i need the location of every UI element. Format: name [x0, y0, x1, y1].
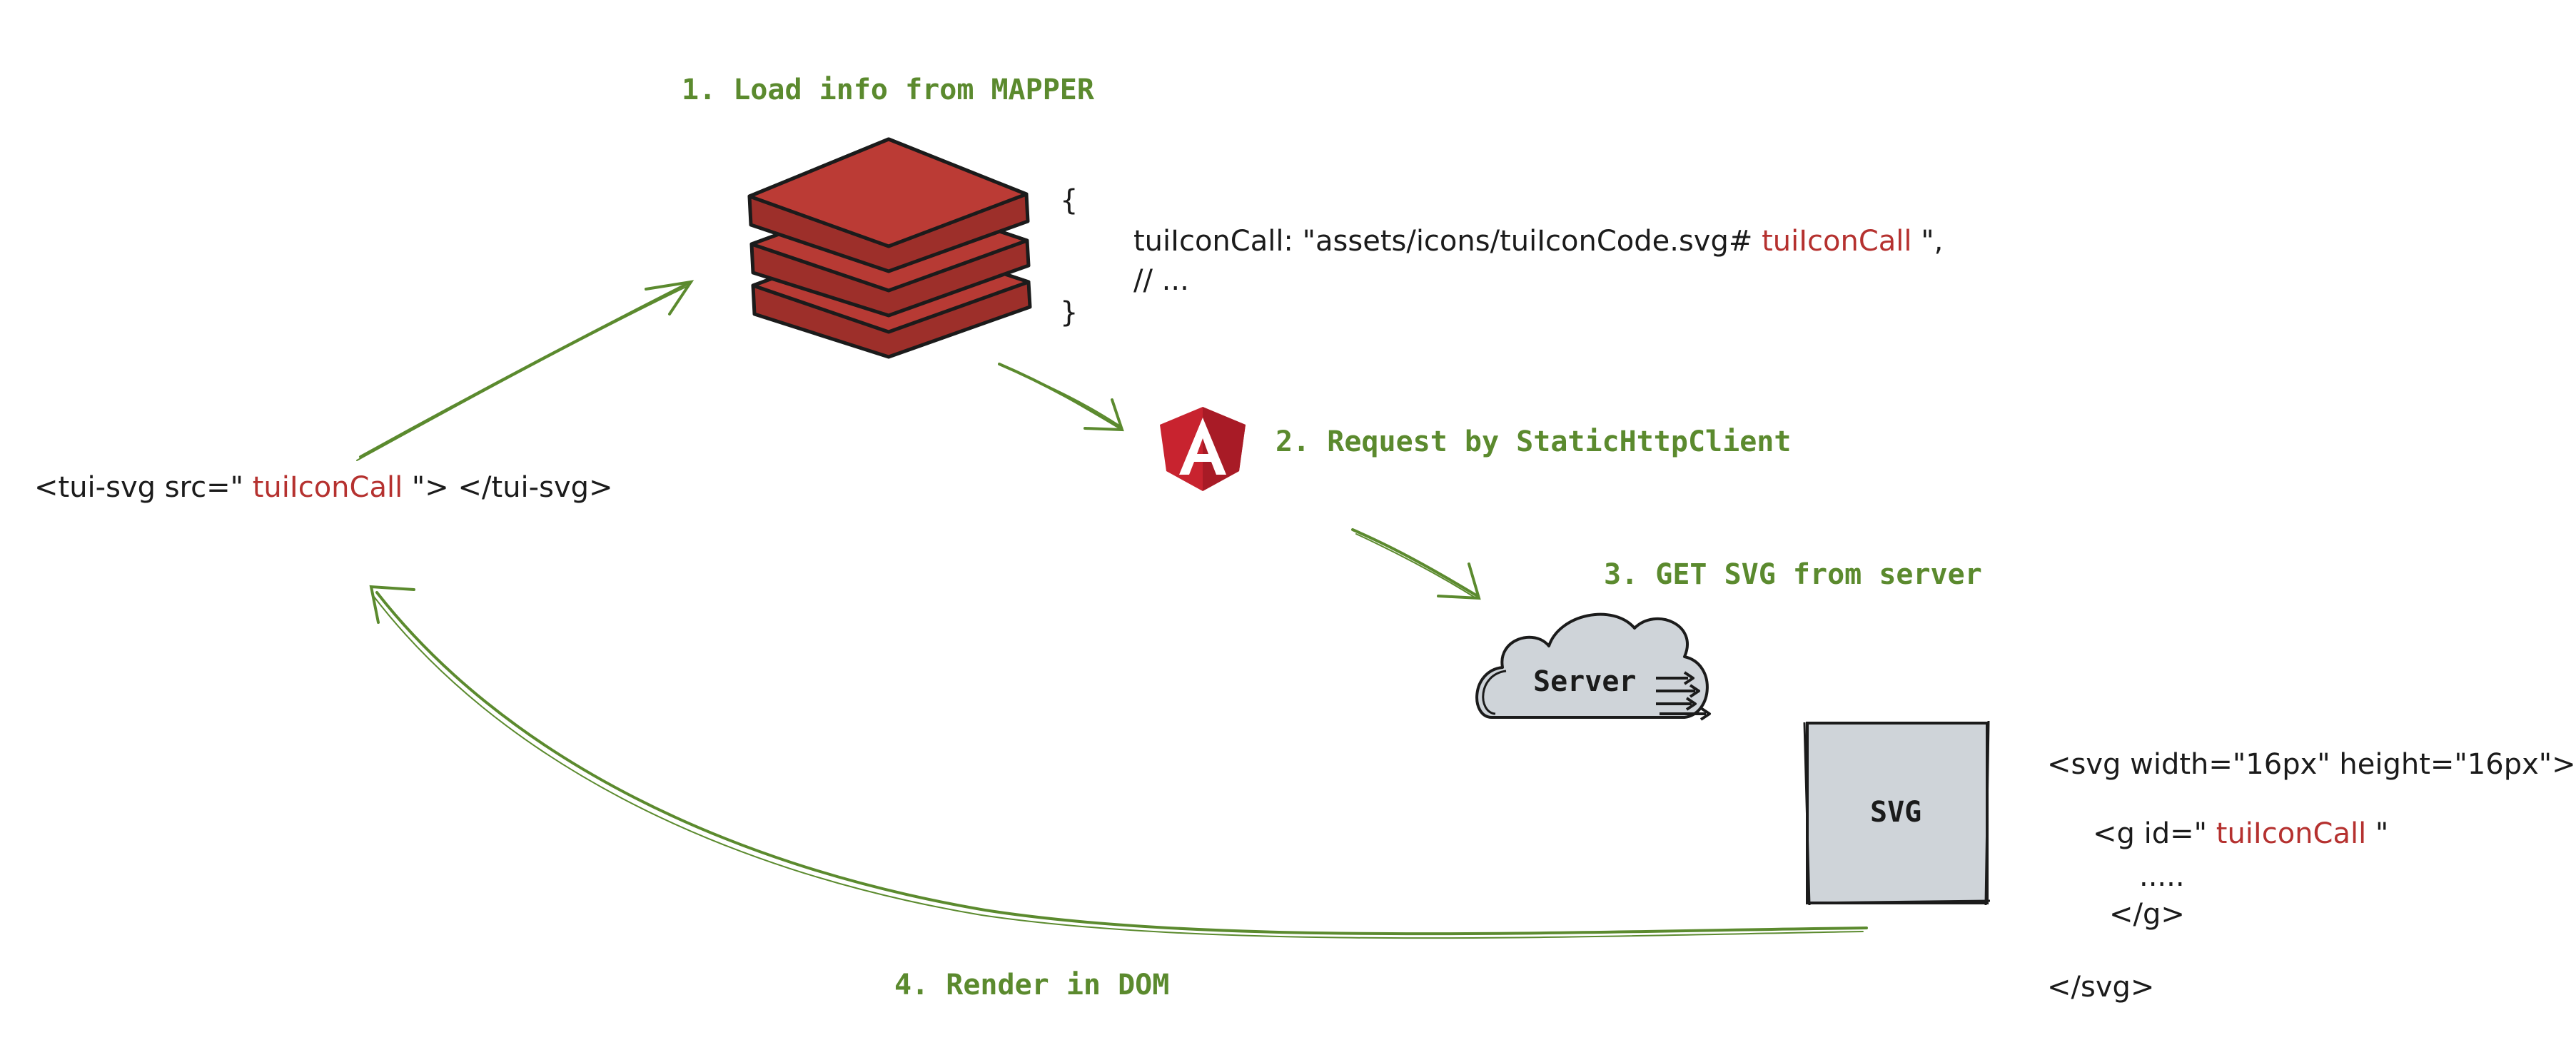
arrow-mapper-to-request [998, 363, 1124, 432]
arrow-svg-to-dom [369, 585, 1868, 939]
svg-code-line-2: <g id=" tuiIconCall " [2093, 817, 2388, 850]
server-label: Server [1533, 665, 1637, 698]
component-code-prefix: <tui-svg src=" [34, 471, 253, 504]
step-1-label: 1. Load info from MAPPER [682, 74, 1094, 106]
step-3-label: 3. GET SVG from server [1604, 558, 1982, 591]
svg-box-label: SVG [1870, 796, 1922, 829]
svg-code-line-5: </svg> [2047, 971, 2155, 1004]
database-stack-icon [747, 137, 1032, 359]
arrow-component-to-mapper [356, 280, 694, 461]
svg-code-line-4: </g> [2109, 898, 2185, 931]
arrow-request-to-server [1351, 528, 1481, 600]
svg-code-g-prefix: <g id=" [2093, 817, 2216, 850]
mapper-comment: // ... [1133, 264, 1189, 297]
mapper-entry-prefix: tuiIconCall: "assets/icons/tuiIconCode.s… [1133, 225, 1762, 258]
svg-file-box [1803, 720, 1991, 906]
cloud-server-icon [1475, 612, 1711, 721]
mapper-entry-line: tuiIconCall: "assets/icons/tuiIconCode.s… [1133, 225, 1943, 258]
mapper-entry-key: tuiIconCall [1762, 225, 1912, 258]
step-2-label: 2. Request by StaticHttpClient [1276, 425, 1792, 458]
svg-code-line-3: ..... [2139, 860, 2185, 893]
step-4-label: 4. Render in DOM [894, 969, 1170, 1001]
angular-logo-icon [1160, 407, 1246, 491]
mapper-entry-suffix: ", [1911, 225, 1944, 258]
svg-code-g-suffix: " [2366, 817, 2389, 850]
component-code-suffix: "> </tui-svg> [403, 471, 613, 504]
mapper-open-brace: { [1060, 184, 1079, 217]
tui-svg-component-code: <tui-svg src=" tuiIconCall "> </tui-svg> [34, 471, 613, 504]
svg-code-g-id: tuiIconCall [2216, 817, 2367, 850]
mapper-close-brace: } [1060, 296, 1079, 329]
svg-code-line-1: <svg width="16px" height="16px"> [2047, 748, 2576, 781]
component-code-key: tuiIconCall [252, 471, 403, 504]
